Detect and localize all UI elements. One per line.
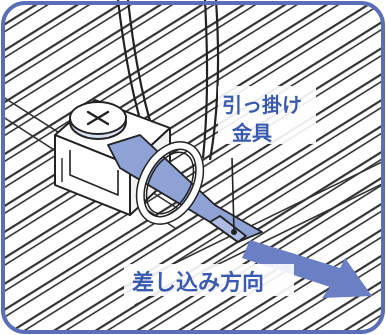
hook-leader-line — [231, 157, 237, 235]
insert-direction-text: 差し込み方向 — [132, 270, 264, 296]
insert-direction-label: 差し込み方向 — [124, 264, 294, 296]
coil-ring — [135, 141, 205, 225]
hook-label-line2: 金具 — [231, 121, 272, 145]
screw-icon — [69, 101, 127, 140]
hook-label-line1: 引っ掛け — [222, 93, 302, 117]
hook-fitting — [107, 134, 263, 243]
hook-fitting-label: 引っ掛け 金具 — [218, 86, 316, 145]
insert-direction-arrow — [242, 240, 372, 298]
